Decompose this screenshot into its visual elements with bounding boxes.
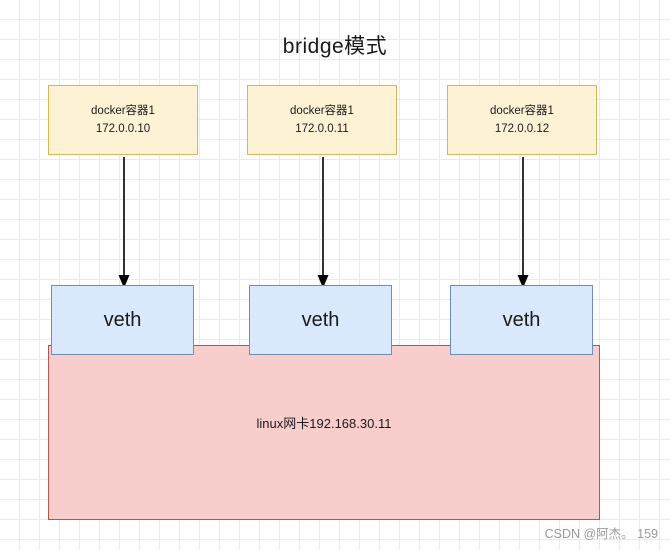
arrow-container-1-to-veth-1 bbox=[118, 157, 130, 288]
veth-label-3: veth bbox=[502, 308, 541, 331]
docker-container-box-3: docker容器1 172.0.0.12 bbox=[447, 85, 597, 155]
host-network-label: linux网卡192.168.30.11 bbox=[256, 416, 392, 431]
veth-label-1: veth bbox=[103, 308, 142, 331]
arrow-container-3-to-veth-3 bbox=[517, 157, 529, 288]
veth-box-2: veth bbox=[249, 285, 392, 355]
container-ip-1: 172.0.0.10 bbox=[95, 122, 151, 135]
docker-container-box-2: docker容器1 172.0.0.11 bbox=[247, 85, 397, 155]
veth-box-1: veth bbox=[51, 285, 194, 355]
container-name-2: docker容器1 bbox=[290, 104, 354, 117]
container-ip-3: 172.0.0.12 bbox=[494, 122, 550, 135]
container-name-1: docker容器1 bbox=[91, 104, 155, 117]
arrow-container-2-to-veth-2 bbox=[317, 157, 329, 288]
veth-box-3: veth bbox=[450, 285, 593, 355]
veth-label-2: veth bbox=[301, 308, 340, 331]
watermark: CSDN @阿杰。 159 bbox=[544, 527, 658, 541]
container-ip-2: 172.0.0.11 bbox=[295, 122, 349, 135]
host-network-box bbox=[48, 345, 600, 520]
page-title: bridge模式 bbox=[282, 35, 388, 58]
docker-container-box-1: docker容器1 172.0.0.10 bbox=[48, 85, 198, 155]
container-name-3: docker容器1 bbox=[490, 104, 554, 117]
